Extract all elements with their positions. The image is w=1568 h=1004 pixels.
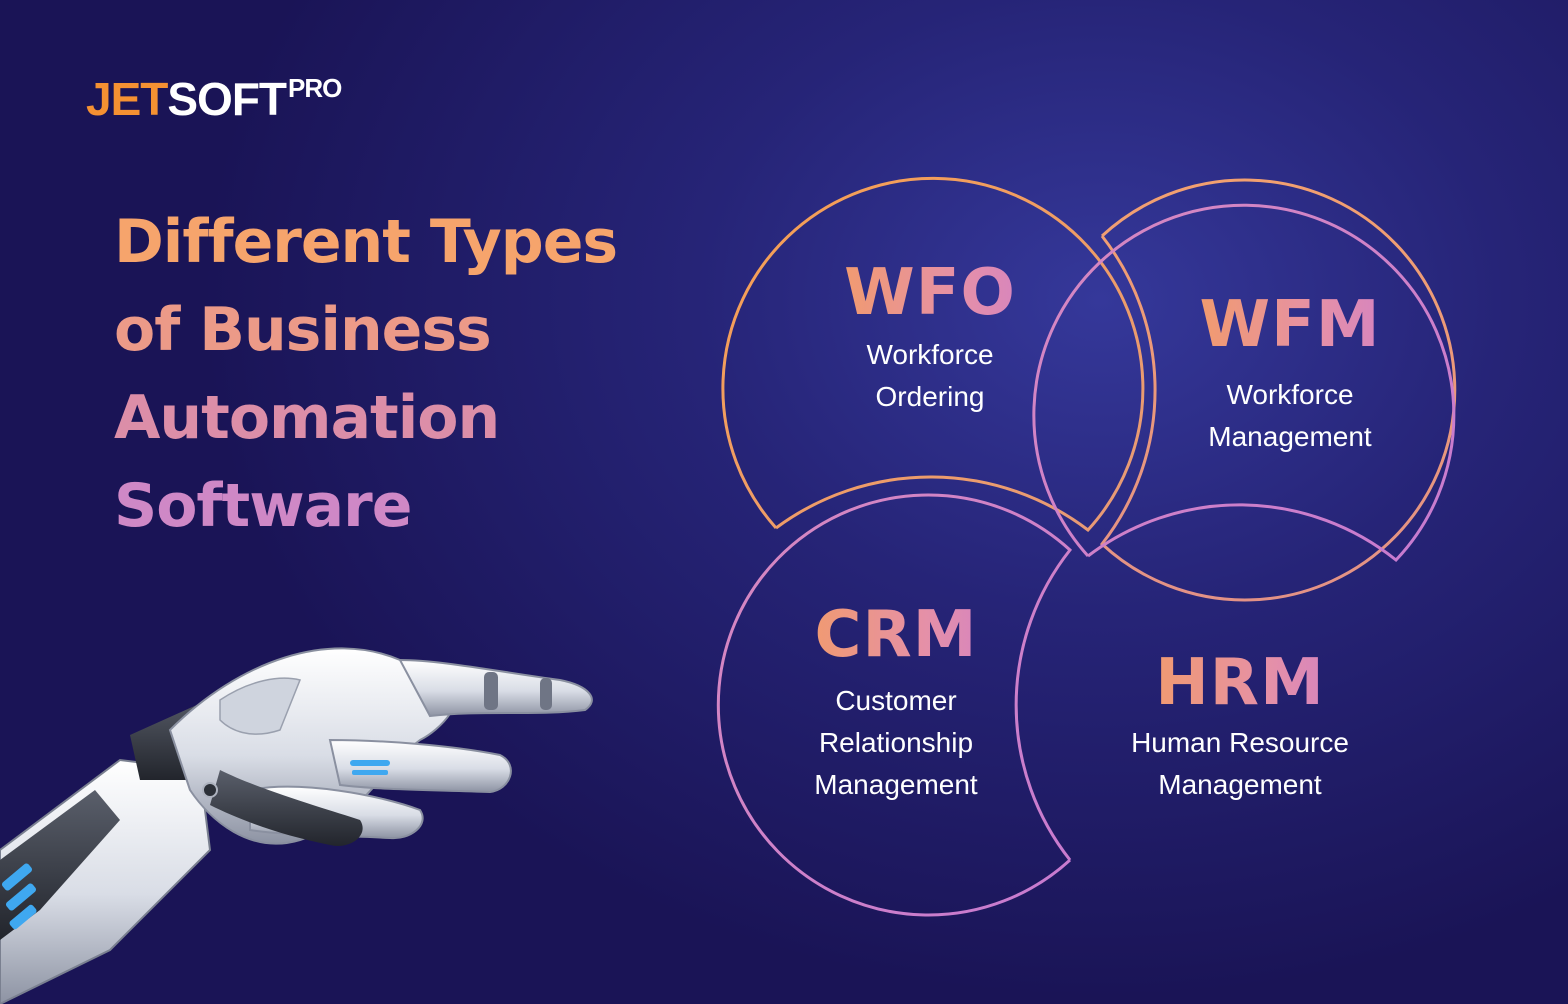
title-line-3: Automation <box>114 383 500 453</box>
circle-crm <box>716 493 1073 917</box>
wfm-desc: Workforce Management <box>1140 374 1440 458</box>
wfm-desc-line: Workforce <box>1226 379 1354 410</box>
brand-logo: JETSOFTPRO <box>86 73 342 125</box>
hrm-abbr: HRM <box>1090 648 1390 718</box>
wfo-desc-line: Ordering <box>875 381 985 412</box>
wfo-desc: Workforce Ordering <box>780 334 1080 418</box>
hrm-desc-line: Human Resource <box>1131 727 1349 758</box>
wfo-abbr: WFO <box>780 258 1080 328</box>
circle-hrm <box>1032 203 1456 563</box>
wfm-desc-line: Management <box>1208 421 1372 452</box>
logo-jet: JET <box>86 73 168 125</box>
wfo-desc-line: Workforce <box>866 339 994 370</box>
crm-desc: Customer Relationship Management <box>746 680 1046 806</box>
crm-desc-line: Customer <box>835 685 957 716</box>
node-hrm: HRM Human Resource Management <box>1090 648 1390 806</box>
logo-soft: SOFT <box>167 73 287 125</box>
title-line-2: of Business <box>114 295 492 365</box>
robot-hand-icon <box>0 647 593 1004</box>
page-title: Different Types of Business Automation S… <box>114 198 714 550</box>
crm-desc-line: Management <box>814 769 978 800</box>
crm-abbr: CRM <box>746 600 1046 670</box>
hrm-desc-line: Management <box>1158 769 1322 800</box>
title-line-4: Software <box>114 471 412 541</box>
hrm-desc: Human Resource Management <box>1090 722 1390 806</box>
node-wfm: WFM Workforce Management <box>1140 290 1440 458</box>
node-wfo: WFO Workforce Ordering <box>780 258 1080 418</box>
crm-desc-line: Relationship <box>818 727 974 758</box>
circle-wfo <box>721 176 1145 533</box>
title-line-1: Different Types <box>114 207 618 277</box>
node-crm: CRM Customer Relationship Management <box>746 600 1046 806</box>
circle-wfm <box>1099 178 1457 602</box>
logo-pro: PRO <box>288 73 342 103</box>
wfm-abbr: WFM <box>1140 290 1440 360</box>
